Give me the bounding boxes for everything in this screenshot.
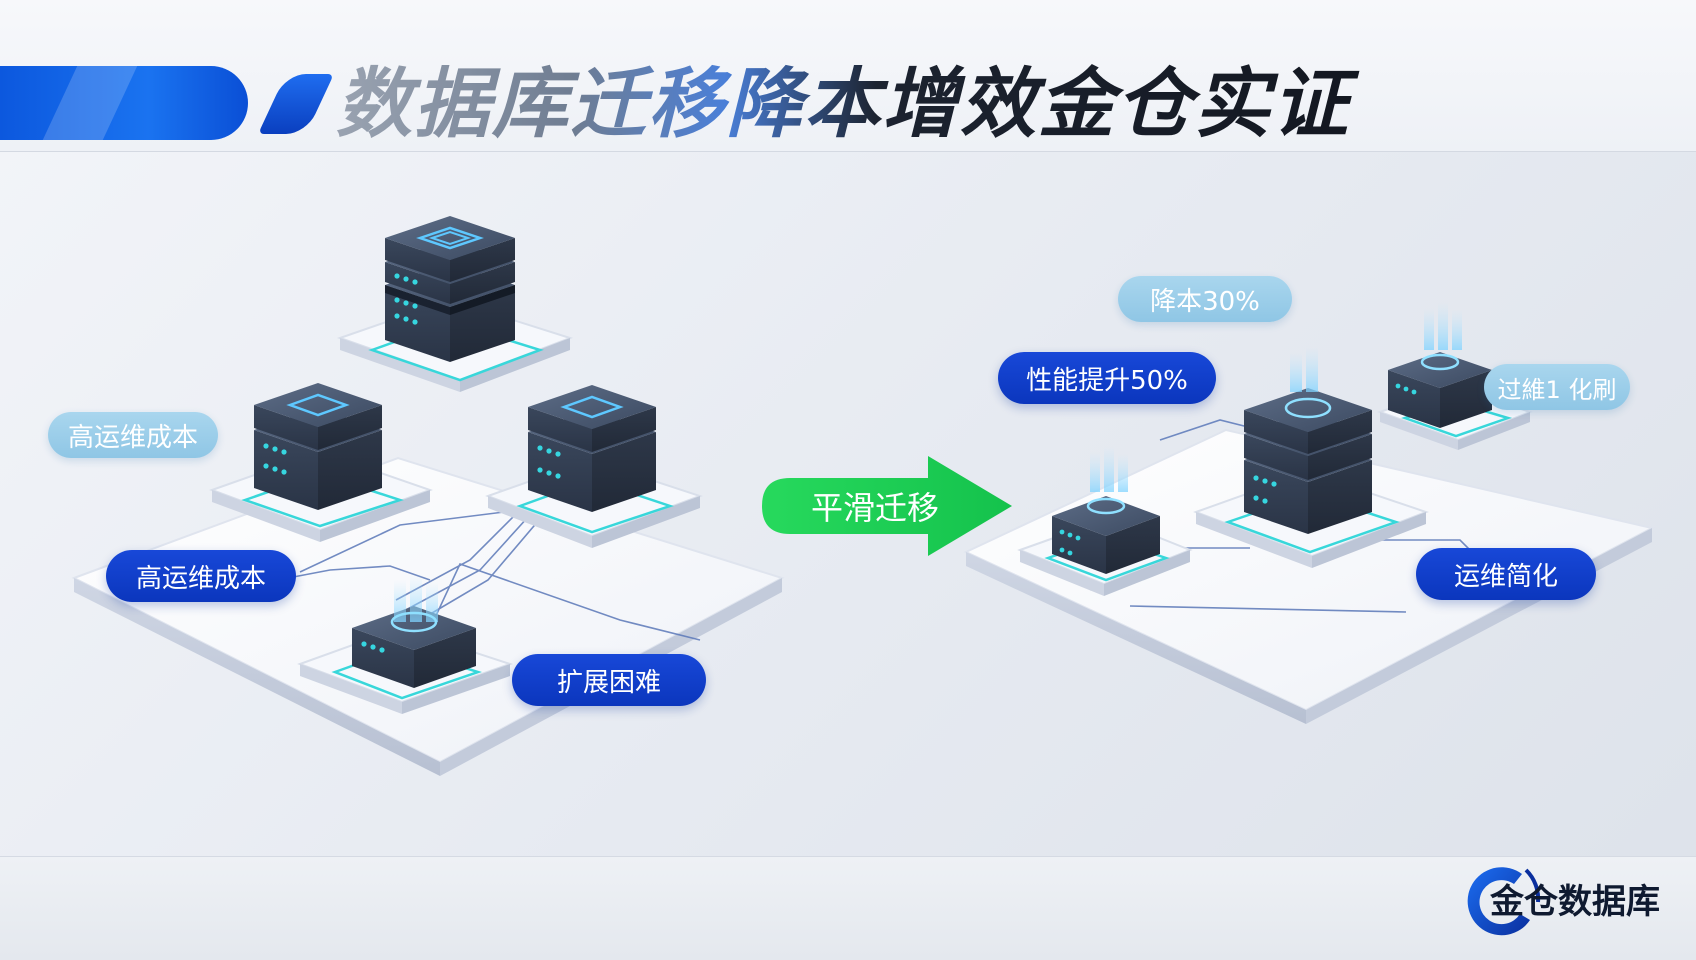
label-cost-reduction: 降本30% [1118, 276, 1292, 322]
kingbase-logo-text: 金仓数据库 [1490, 882, 1660, 922]
label-scaling-difficulty: 扩展困难 [512, 654, 706, 706]
footer-band [0, 857, 1696, 960]
page-title: 数据库迁移降本增效金仓实证 [336, 58, 1416, 150]
footer-divider [0, 856, 1696, 857]
kingbase-logo-icon [1467, 867, 1541, 936]
label-simplified-ops: 运维简化 [1416, 548, 1596, 600]
label-ops-cost-upper: 高运维成本 [48, 412, 218, 458]
modern-server-left [1017, 446, 1193, 596]
legacy-server-top [336, 216, 574, 392]
migration-arrow [762, 456, 1012, 556]
legacy-server-right [485, 385, 704, 548]
label-performance-boost: 性能提升50% [998, 352, 1216, 404]
header-accent-bar [0, 66, 248, 140]
modern-server-center [1193, 346, 1429, 568]
migration-label: 平滑迁移 [810, 489, 939, 527]
legacy-server-left [209, 383, 433, 542]
label-partial-right: 过維1 化刷 [1484, 364, 1630, 410]
legacy-server-bottom [297, 574, 514, 714]
label-ops-cost-lower: 高运维成本 [106, 550, 296, 602]
